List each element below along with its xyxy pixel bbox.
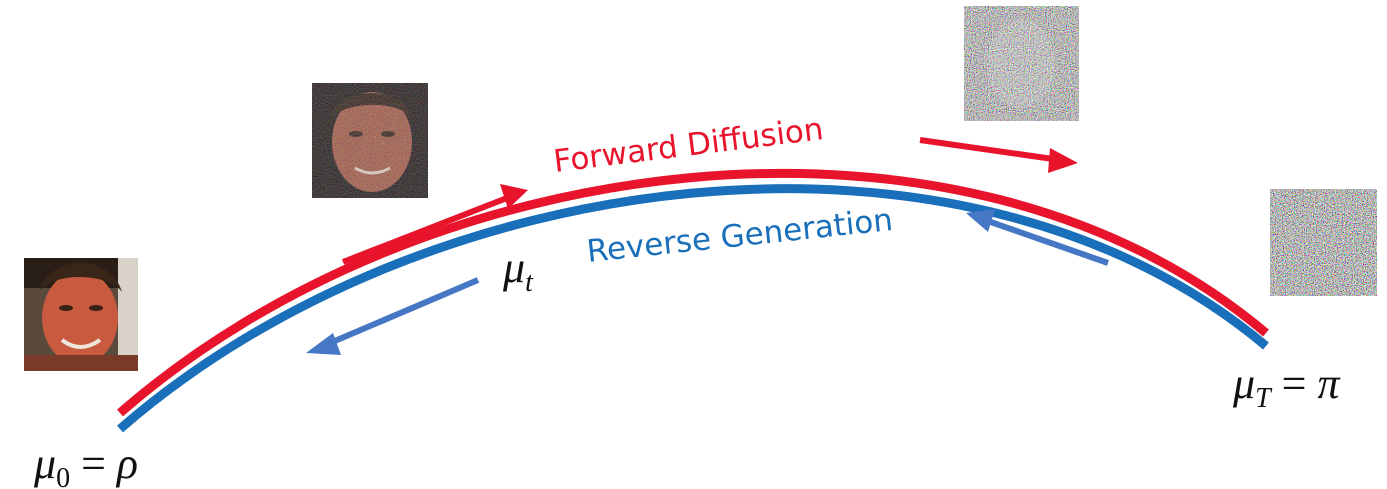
mu-T-equals-pi-label: μT = π xyxy=(1232,359,1342,414)
forward-arrow-left xyxy=(341,184,528,265)
forward-diffusion-curve xyxy=(117,168,1269,417)
pure-noise-image xyxy=(1270,189,1377,296)
reverse-generation-curve xyxy=(117,184,1269,433)
clean-face-image xyxy=(24,258,138,371)
reverse-arrow-left xyxy=(306,277,480,355)
forward-arrow-right xyxy=(919,137,1078,173)
slightly-noisy-face-image xyxy=(312,83,428,198)
mu-t-label: μt xyxy=(502,243,534,298)
reverse-generation-label: Reverse Generation xyxy=(585,202,894,270)
mu-0-equals-rho-label: μ0 = ρ xyxy=(33,439,138,489)
mostly-noise-image xyxy=(964,6,1079,121)
reverse-arrow-right xyxy=(966,209,1109,266)
